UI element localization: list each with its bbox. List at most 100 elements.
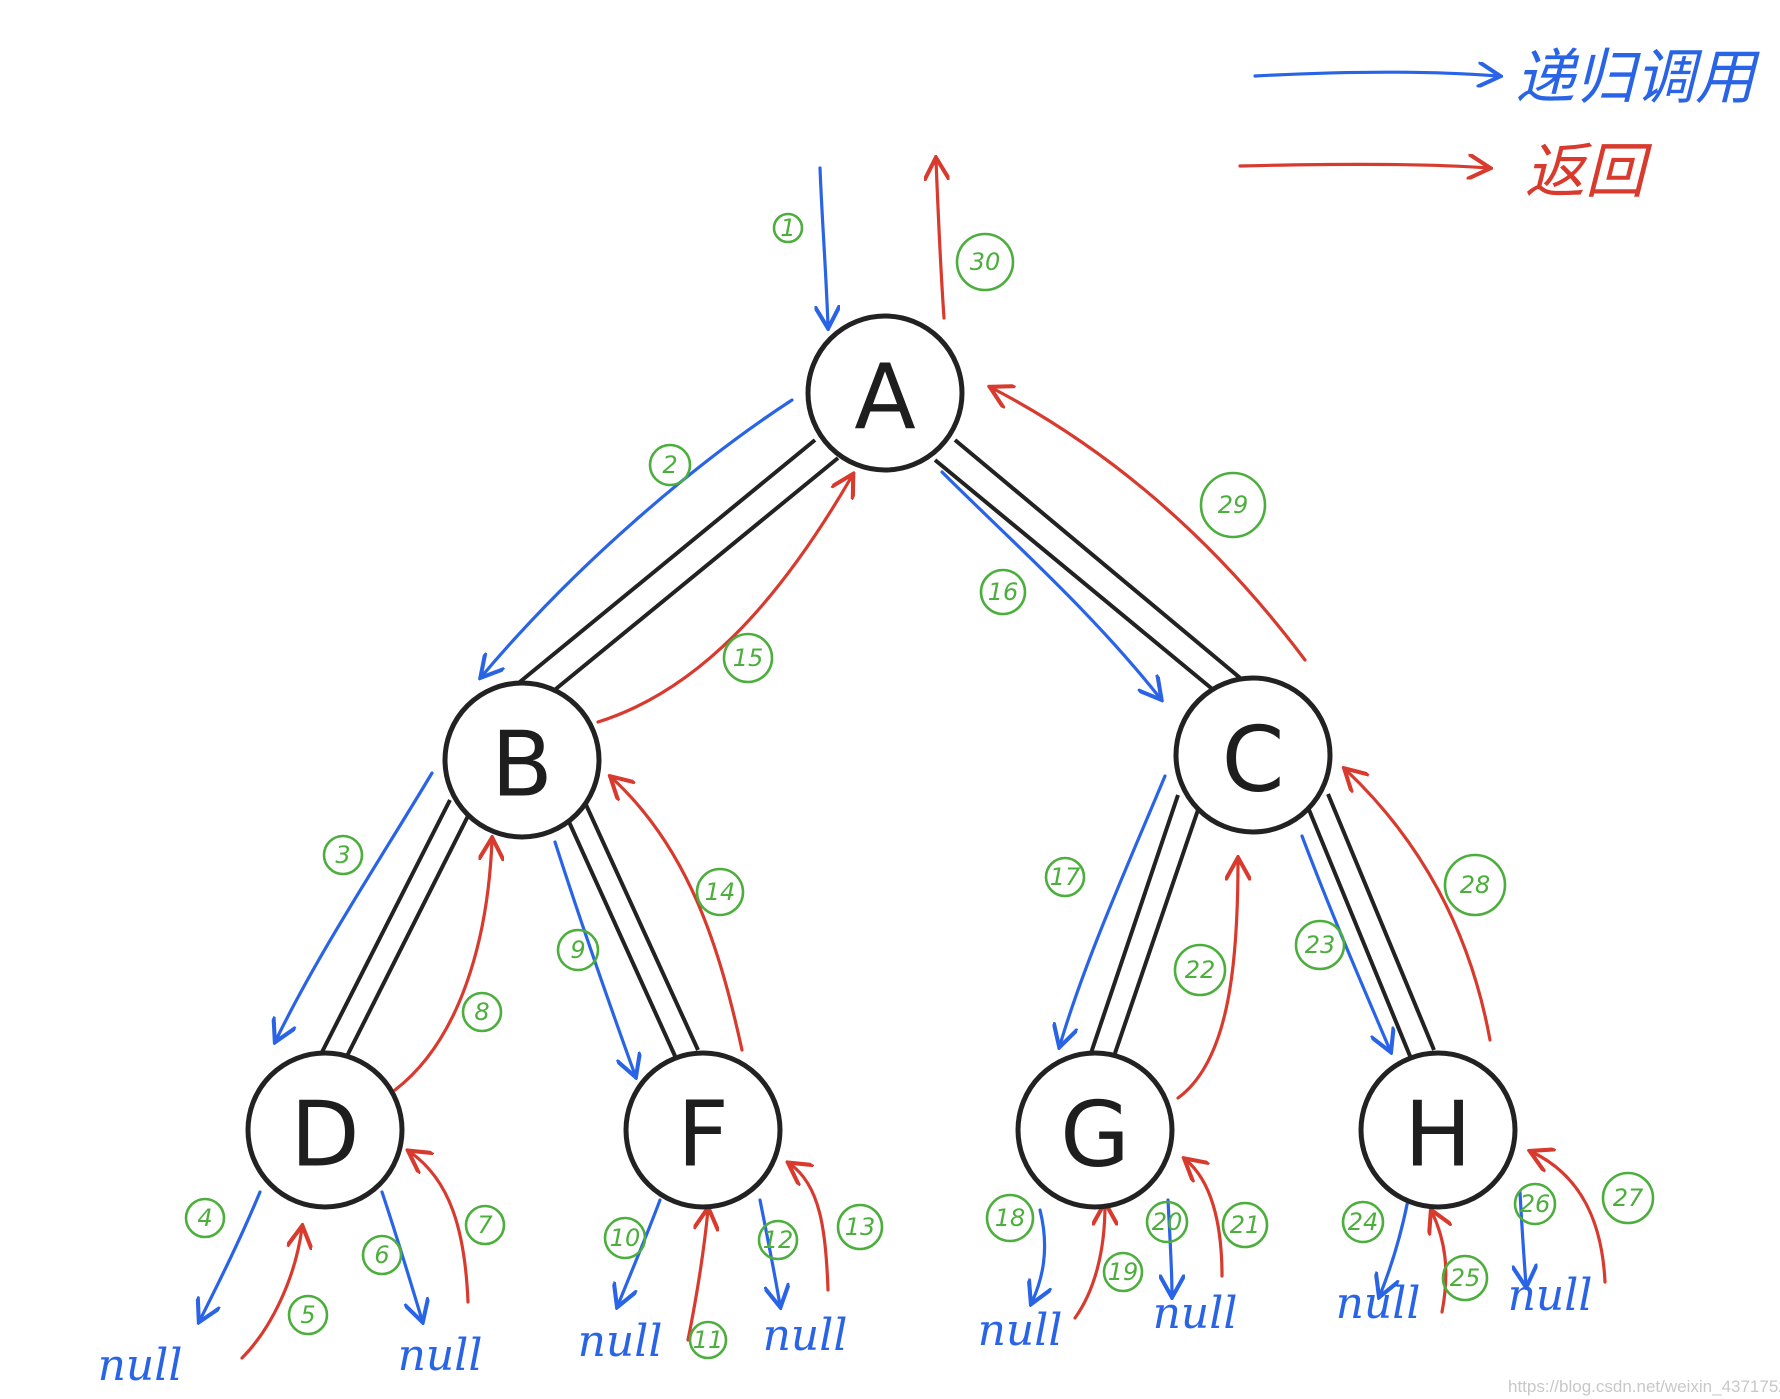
legend-return-label: 返回 <box>1525 137 1653 207</box>
edge-a-b <box>508 438 840 708</box>
call-arrow-entry-a <box>820 166 828 326</box>
tree-nodes: A B C D F G H <box>245 313 1518 1210</box>
tree-edges <box>318 438 1436 1063</box>
svg-text:22: 22 <box>1185 956 1216 984</box>
call-arrow-f-null-right <box>758 1198 780 1305</box>
step-badge: 24 <box>1341 1200 1385 1244</box>
return-arrow-g-c <box>1176 860 1238 1100</box>
svg-text:30: 30 <box>970 248 1001 276</box>
null-label: null <box>1336 1278 1421 1329</box>
svg-text:28: 28 <box>1460 871 1491 899</box>
null-label: null <box>398 1330 483 1381</box>
step-badge: 8 <box>461 991 503 1033</box>
svg-text:27: 27 <box>1613 1184 1644 1212</box>
step-badge: 22 <box>1173 943 1227 997</box>
svg-text:21: 21 <box>1230 1211 1261 1239</box>
svg-text:14: 14 <box>705 878 736 906</box>
step-badge: 7 <box>464 1204 506 1246</box>
step-badge: 9 <box>556 928 600 972</box>
legend: 递归调用 返回 <box>1238 43 1760 207</box>
svg-text:29: 29 <box>1218 491 1249 519</box>
step-badge: 1 <box>772 212 804 244</box>
svg-text:5: 5 <box>300 1301 315 1329</box>
step-badge: 29 <box>1199 471 1267 539</box>
return-arrow-null-h-right <box>1532 1152 1607 1284</box>
node-b: B <box>442 680 602 840</box>
step-badge: 13 <box>836 1203 884 1251</box>
svg-text:H: H <box>1404 1083 1472 1188</box>
step-badge: 12 <box>757 1219 799 1261</box>
node-a: A <box>805 313 965 473</box>
edge-b-d <box>318 799 474 1063</box>
edge-a-c <box>933 438 1247 704</box>
svg-text:13: 13 <box>845 1213 876 1241</box>
svg-text:6: 6 <box>374 1241 389 1269</box>
step-badge: 28 <box>1443 853 1507 917</box>
call-arrow-g-null-right <box>1168 1198 1172 1295</box>
return-arrow-d-b <box>393 840 492 1092</box>
step-badge: 30 <box>955 232 1015 292</box>
null-label: null <box>578 1316 663 1367</box>
svg-text:15: 15 <box>733 644 764 672</box>
step-badge: 16 <box>979 568 1027 616</box>
svg-text:17: 17 <box>1050 863 1081 891</box>
step-badge: 26 <box>1513 1182 1557 1226</box>
step-badge: 18 <box>985 1193 1035 1243</box>
step-badge: 4 <box>184 1197 226 1239</box>
return-arrow-null-h-left <box>1432 1212 1446 1314</box>
step-badge: 5 <box>287 1294 329 1336</box>
svg-text:18: 18 <box>995 1204 1026 1232</box>
edge-c-h <box>1303 793 1436 1057</box>
node-f: F <box>623 1050 783 1210</box>
svg-text:16: 16 <box>988 578 1019 606</box>
step-badge: 27 <box>1601 1171 1655 1225</box>
null-label: null <box>1153 1288 1238 1339</box>
call-arrow-h-null <box>1380 1198 1410 1295</box>
svg-text:20: 20 <box>1152 1208 1183 1236</box>
svg-text:1: 1 <box>780 214 795 242</box>
step-badge: 14 <box>695 867 745 917</box>
svg-text:24: 24 <box>1348 1208 1379 1236</box>
node-d: D <box>245 1050 405 1210</box>
legend-call-arrow <box>1253 72 1498 76</box>
svg-text:23: 23 <box>1305 931 1336 959</box>
call-arrow-g-null <box>1032 1208 1045 1302</box>
return-arrow-null-d-left <box>240 1228 302 1360</box>
node-g: G <box>1015 1050 1175 1210</box>
return-arrow-null-d-right <box>410 1152 470 1304</box>
svg-text:12: 12 <box>763 1226 794 1254</box>
null-label: null <box>978 1305 1063 1356</box>
svg-text:9: 9 <box>570 936 585 964</box>
return-arrow-f-b <box>612 778 744 1052</box>
return-arrow-null-f-right <box>790 1164 830 1292</box>
step-badge: 20 <box>1145 1200 1189 1244</box>
node-h: H <box>1358 1050 1518 1210</box>
null-labels: null null null null null null null null <box>98 1270 1593 1391</box>
svg-text:25: 25 <box>1450 1264 1481 1292</box>
svg-text:F: F <box>677 1083 729 1188</box>
svg-text:10: 10 <box>610 1224 641 1252</box>
legend-return-arrow <box>1238 164 1488 168</box>
step-badge: 2 <box>648 443 692 487</box>
step-badge: 3 <box>322 834 364 876</box>
step-badge: 15 <box>722 632 774 684</box>
call-arrow-d-null <box>200 1190 262 1320</box>
call-arrow-d-null-right <box>380 1190 422 1320</box>
return-arrow-h-c <box>1346 770 1492 1042</box>
svg-text:8: 8 <box>474 998 489 1026</box>
null-label: null <box>98 1340 183 1391</box>
svg-text:G: G <box>1060 1083 1130 1188</box>
svg-text:4: 4 <box>197 1204 212 1232</box>
call-arrow-b-d <box>276 771 434 1040</box>
return-arrow-null-g-right <box>1186 1160 1224 1278</box>
step-badge: 25 <box>1441 1254 1489 1302</box>
return-arrows <box>240 160 1607 1360</box>
svg-text:2: 2 <box>662 451 677 479</box>
step-badge: 6 <box>361 1234 403 1276</box>
svg-text:3: 3 <box>335 841 350 869</box>
edge-b-f <box>558 795 700 1057</box>
step-badges: 1 2 3 4 5 6 7 8 9 10 11 12 13 14 15 16 1… <box>184 212 1655 1360</box>
return-arrow-b-a <box>596 476 852 724</box>
svg-text:11: 11 <box>693 1326 724 1354</box>
